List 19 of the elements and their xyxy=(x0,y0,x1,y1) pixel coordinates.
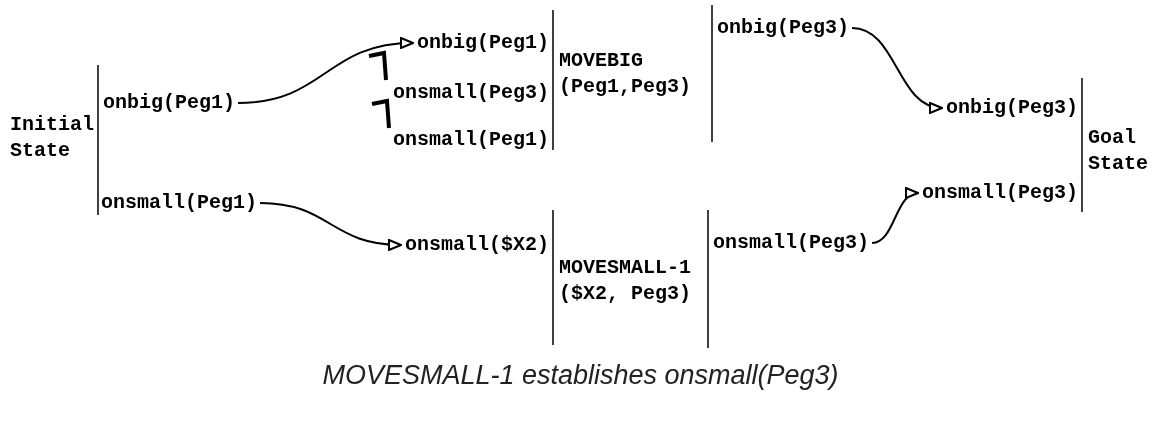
condition-label: onbig(Peg3) xyxy=(945,95,1078,121)
arrow xyxy=(259,202,402,251)
state-label: Initial State xyxy=(10,112,100,164)
condition-label: onsmall(Peg1) xyxy=(101,190,258,216)
action-label: MOVESMALL-1 ($X2, Peg3) xyxy=(559,255,699,307)
condition-label: onsmall(Peg3) xyxy=(392,80,549,106)
condition-label: onbig(Peg1) xyxy=(103,90,236,116)
state-label: Goal State xyxy=(1088,125,1158,177)
condition-label: onsmall(Peg3) xyxy=(921,180,1078,206)
caption: MOVESMALL-1 establishes onsmall(Peg3) xyxy=(322,360,839,390)
arrow xyxy=(871,189,919,244)
condition-label: onsmall(Peg3) xyxy=(713,230,870,256)
arrow xyxy=(851,27,943,113)
action-label: MOVEBIG (Peg1,Peg3) xyxy=(559,48,699,100)
condition-label: onbig(Peg3) xyxy=(717,15,850,41)
condition-label: onbig(Peg1) xyxy=(416,30,549,56)
condition-label: onsmall(Peg1) xyxy=(392,127,549,153)
arrow xyxy=(237,37,414,104)
condition-label: onsmall($X2) xyxy=(404,232,549,258)
